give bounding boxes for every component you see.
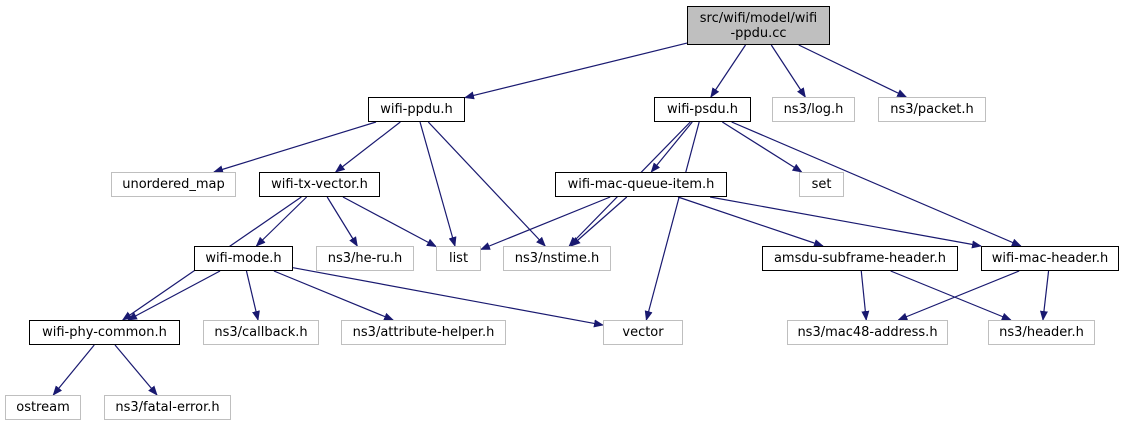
- edge-wifi-ppdu-to-ns3-nstime: [427, 121, 546, 247]
- ns3-fatal-error-h-node: ns3/fatal-error.h: [104, 395, 231, 420]
- edge-wifi-mac-queue-item-to-ns3-nstime: [570, 196, 628, 247]
- ns3-he-ru-h-node: ns3/he-ru.h: [316, 246, 414, 271]
- wifi-mode-h-node[interactable]: wifi-mode.h: [194, 246, 293, 271]
- ostream-node: ostream: [5, 395, 81, 420]
- ns3-nstime-h-node: ns3/nstime.h: [503, 246, 611, 271]
- ns3-callback-h-node: ns3/callback.h: [203, 320, 319, 345]
- ns3-log-h-node: ns3/log.h: [772, 97, 855, 122]
- ns3-header-h-node: ns3/header.h: [988, 320, 1095, 345]
- edge-wifi-psdu-to-vector: [644, 121, 700, 321]
- list-node: list: [436, 246, 481, 271]
- wifi-ppdu-h-node[interactable]: wifi-ppdu.h: [368, 97, 465, 122]
- edge-wifi-psdu-to-wifi-mac-header: [731, 121, 1022, 247]
- wifi-mac-header-h-node[interactable]: wifi-mac-header.h: [981, 246, 1119, 271]
- set-node: set: [799, 172, 844, 197]
- edge-amsdu-subframe-header-to-ns3-mac48-address: [860, 270, 870, 321]
- root-file-node: src/wifi/model/wifi-ppdu.cc: [687, 6, 830, 45]
- root-file-line2: -ppdu.cc: [730, 25, 787, 41]
- wifi-psdu-h-node[interactable]: wifi-psdu.h: [654, 97, 751, 122]
- edge-root-to-ns3-log: [770, 44, 806, 98]
- vector-node: vector: [603, 320, 683, 345]
- edge-wifi-mode-to-ns3-callback: [245, 270, 260, 321]
- edge-wifi-tx-vector-to-wifi-mode: [255, 196, 308, 247]
- edge-root-to-ns3-packet: [798, 44, 908, 98]
- edge-wifi-ppdu-to-list: [419, 121, 457, 247]
- edge-root-to-wifi-psdu: [710, 44, 746, 98]
- unordered-map-node: unordered_map: [111, 172, 236, 197]
- edge-wifi-mac-queue-item-to-wifi-mac-header: [709, 196, 982, 249]
- edge-wifi-psdu-to-wifi-mac-queue-item: [650, 121, 693, 173]
- wifi-mac-queue-item-h-node[interactable]: wifi-mac-queue-item.h: [555, 172, 727, 197]
- ns3-mac48-address-h-node: ns3/mac48-address.h: [787, 320, 948, 345]
- wifi-phy-common-h-node[interactable]: wifi-phy-common.h: [29, 320, 180, 345]
- edge-wifi-mac-queue-item-to-amsdu-subframe-header: [677, 196, 824, 247]
- edge-wifi-mac-queue-item-to-list: [480, 196, 611, 250]
- edge-wifi-tx-vector-to-ns3-he-ru: [326, 196, 358, 247]
- edge-wifi-psdu-to-set: [722, 121, 803, 173]
- edge-wifi-mac-header-to-ns3-header: [1039, 270, 1050, 321]
- edge-wifi-ppdu-to-wifi-tx-vector: [334, 121, 401, 173]
- ns3-packet-h-node: ns3/packet.h: [878, 97, 986, 122]
- edge-wifi-phy-common-to-ostream: [52, 344, 95, 396]
- root-file-line1: src/wifi/model/wifi: [699, 10, 818, 26]
- edge-root-to-wifi-ppdu: [464, 42, 688, 100]
- wifi-tx-vector-h-node[interactable]: wifi-tx-vector.h: [259, 172, 380, 197]
- edge-amsdu-subframe-header-to-ns3-header: [890, 270, 1012, 321]
- edge-wifi-mode-to-ns3-attribute-helper: [273, 270, 395, 321]
- edge-wifi-mac-header-to-ns3-mac48-address: [897, 270, 1020, 321]
- edge-wifi-phy-common-to-ns3-fatal-error: [114, 344, 158, 396]
- edge-wifi-tx-vector-to-list: [342, 196, 437, 248]
- ns3-attribute-helper-h-node: ns3/attribute-helper.h: [341, 320, 506, 345]
- edge-wifi-mode-to-wifi-phy-common: [127, 270, 221, 321]
- amsdu-subframe-header-h-node[interactable]: amsdu-subframe-header.h: [762, 246, 958, 271]
- edge-wifi-ppdu-to-unordered-map: [213, 121, 377, 174]
- edge-wifi-mode-to-vector: [292, 267, 604, 328]
